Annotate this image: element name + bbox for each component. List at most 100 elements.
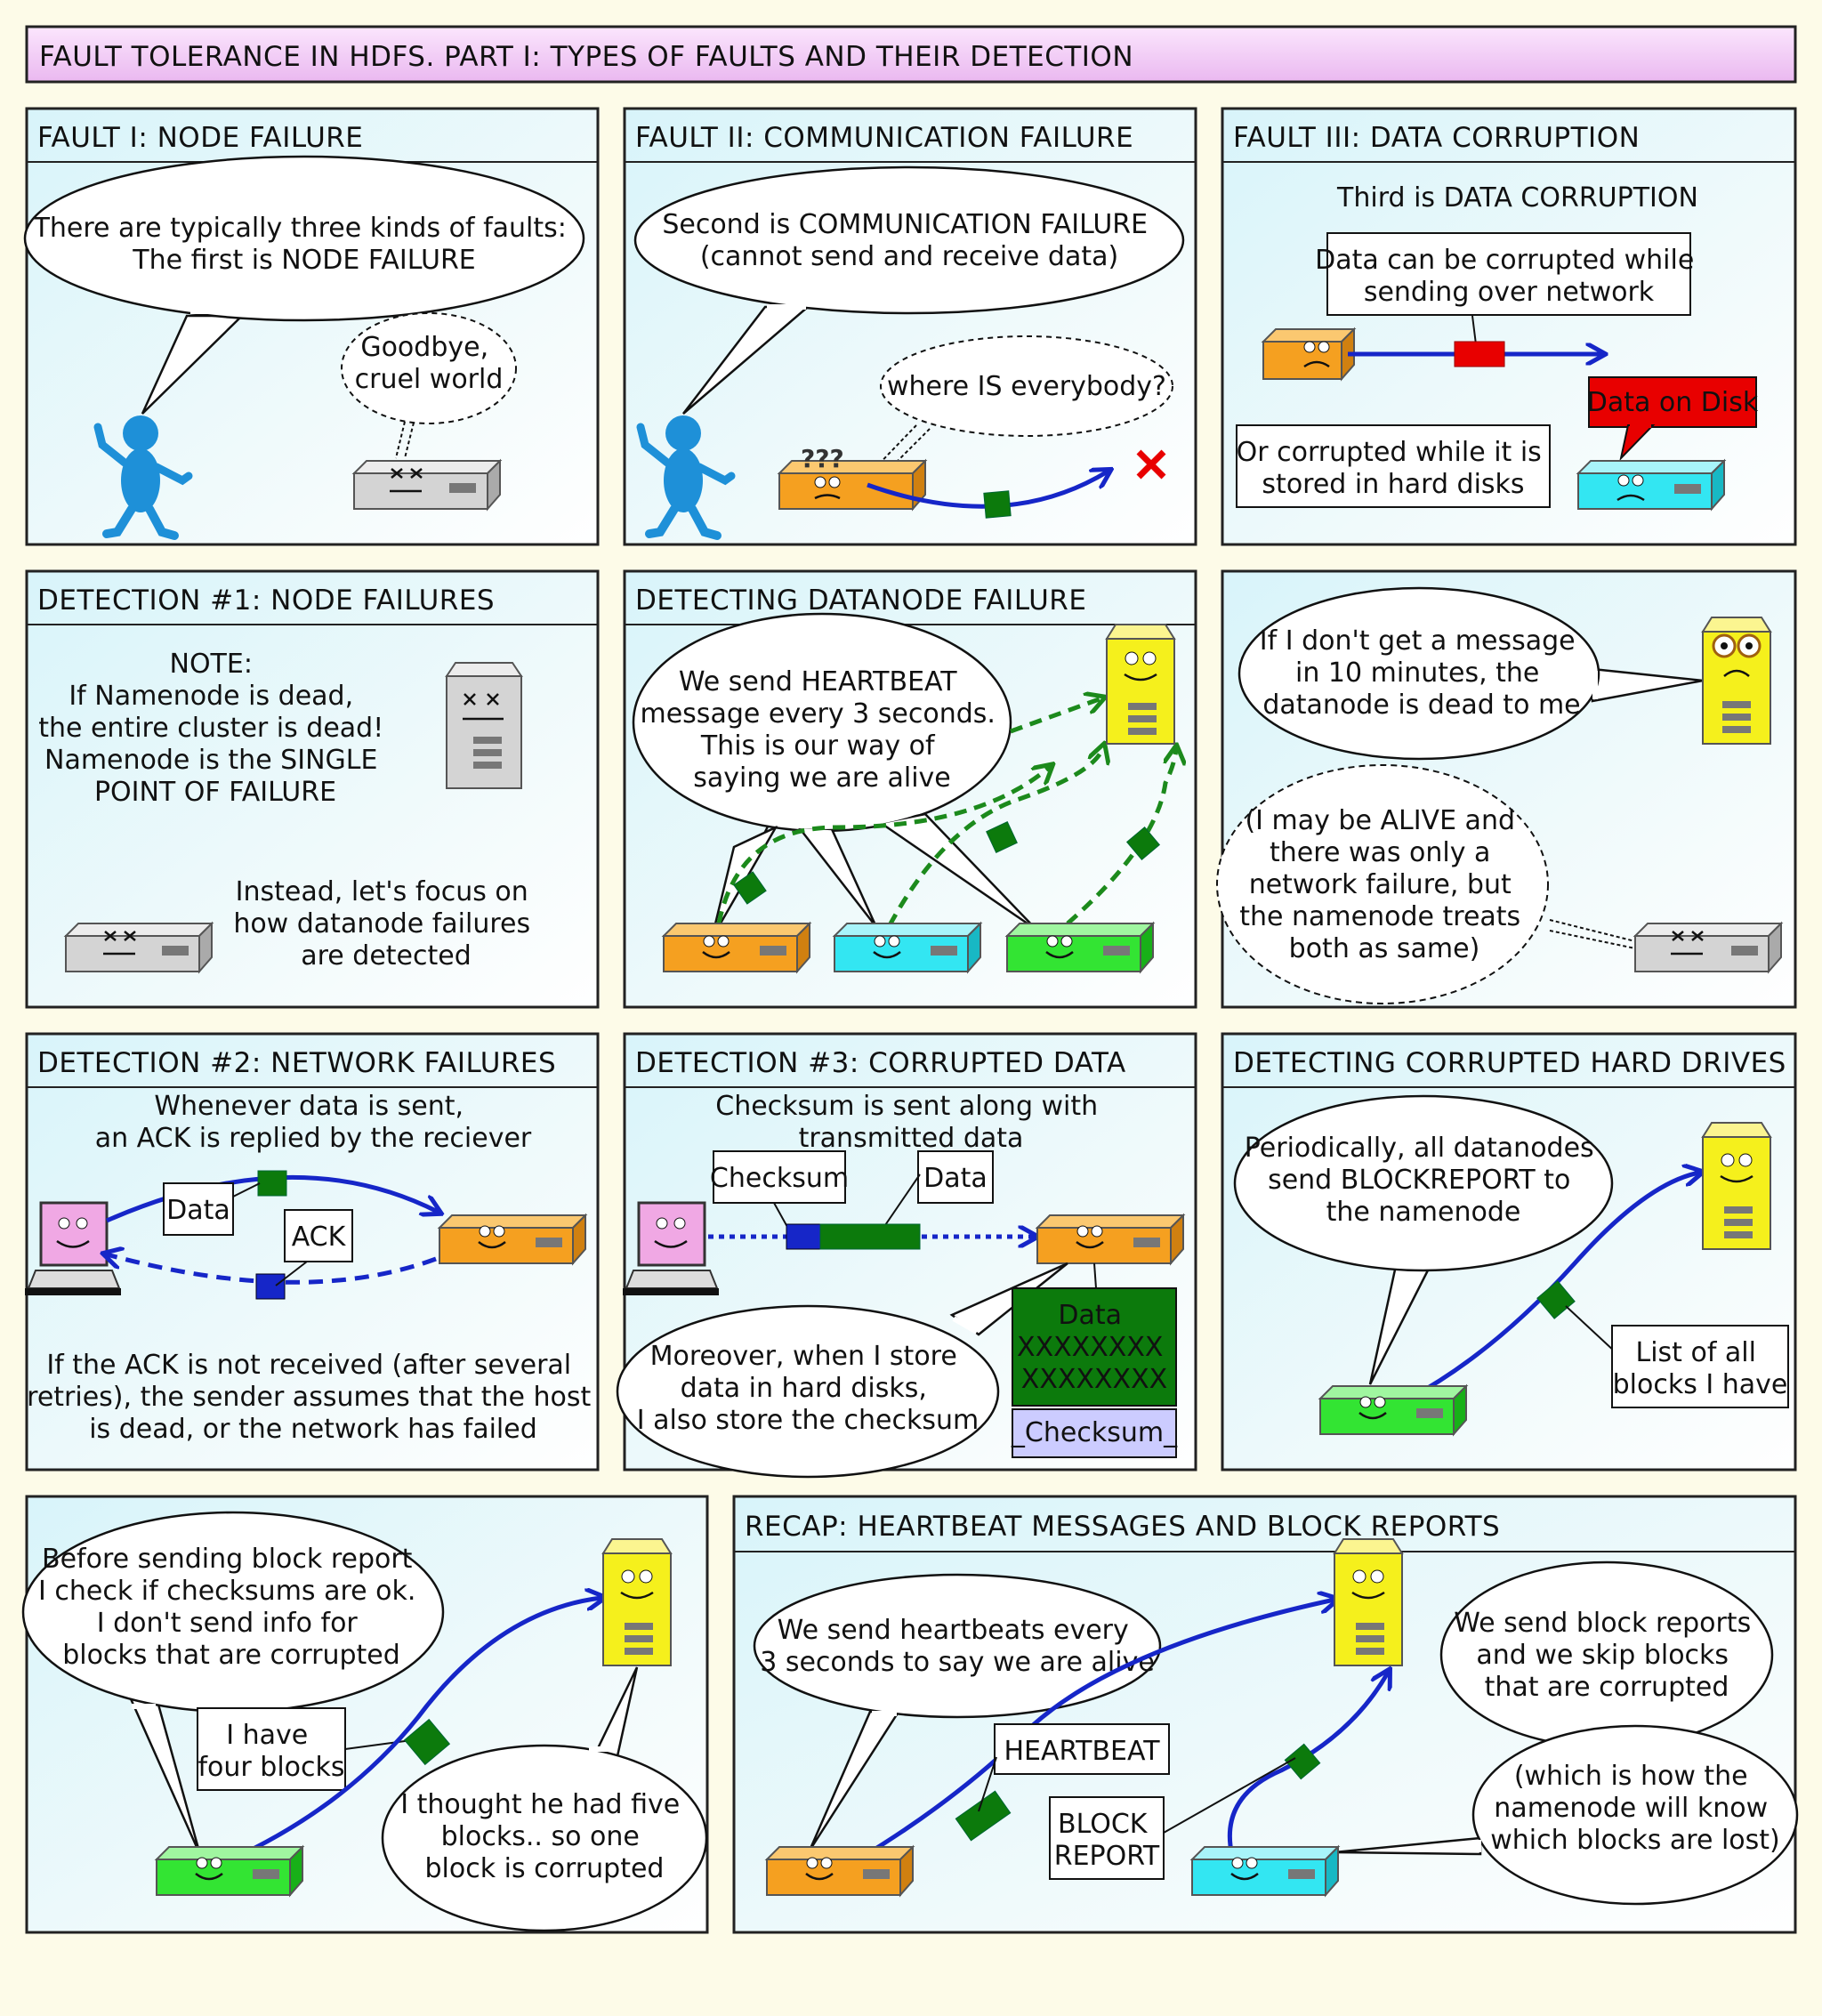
note-line: If Namenode is dead,	[69, 681, 353, 712]
blockreport-packet-icon	[1284, 1743, 1321, 1780]
speech-line: send BLOCKREPORT to	[1268, 1165, 1570, 1196]
label-line: List of all	[1635, 1337, 1755, 1368]
svg-text:Data on Disk: Data on Disk	[1587, 387, 1759, 418]
speech-line: the namenode	[1326, 1197, 1521, 1228]
thought-line: where IS everybody?	[887, 371, 1166, 402]
person-icon	[93, 415, 193, 540]
dead-datanode-icon	[351, 458, 503, 512]
speech-line: I also store the checksum	[637, 1405, 980, 1436]
corrupted-packet-icon	[1454, 341, 1505, 367]
laptop-icon	[623, 1201, 719, 1295]
svg-text:Instead, let's focus on: Instead, let's focus on how datanode fai…	[233, 876, 538, 972]
svg-text:Periodically, all datanodes: Periodically, all datanodes send BLOCKRE…	[1245, 1133, 1602, 1228]
panel-title: RECAP: HEARTBEAT MESSAGES AND BLOCK REPO…	[745, 1511, 1500, 1543]
speech-line: 3 seconds to say we are alive	[760, 1647, 1155, 1678]
namenode-icon	[601, 1538, 673, 1666]
panel-title: FAULT I: NODE FAILURE	[37, 122, 363, 154]
label-box	[163, 1182, 234, 1236]
panel-title: DETECTION #2: NETWORK FAILURES	[37, 1047, 556, 1079]
panel-title: FAULT III: DATA CORRUPTION	[1233, 122, 1640, 154]
blockreport-arrow	[1407, 1173, 1699, 1401]
speech-bubble	[23, 155, 585, 322]
label-box	[1236, 424, 1551, 508]
datanode-orange-icon	[661, 921, 812, 974]
speech-line: Second is COMMUNICATION FAILURE	[662, 209, 1148, 240]
ack-label: ACK	[292, 1222, 347, 1253]
speech-line: message every 3 seconds.	[641, 698, 996, 730]
disk-data-line: XXXXXXXX	[1021, 1364, 1167, 1395]
speech-line: We send block reports	[1454, 1608, 1751, 1639]
data-label: Data	[166, 1195, 230, 1226]
thought-line: the namenode treats	[1239, 901, 1520, 932]
speech-line: blocks that are corrupted	[62, 1640, 400, 1671]
label-box	[994, 1723, 1170, 1775]
blockreport-packet-icon	[403, 1718, 451, 1766]
worried-namenode-icon	[1701, 617, 1772, 745]
svg-text:List of all blocks I hav: List of all blocks I have	[1613, 1337, 1788, 1400]
heartbeat-packets	[733, 821, 1161, 905]
svg-text:BLOCK REPORT: BLOCK REPORT	[1054, 1809, 1160, 1872]
panel-2-communication-failure: Second is COMMUNICATION FAILURE (cannot …	[633, 165, 1185, 540]
sad-datanode-icon	[1261, 327, 1357, 382]
panel-7-network-failures: Whenever data is sent, an ACK is replied…	[25, 1091, 592, 1445]
svg-text:We send HEARTBEAT messag: We send HEARTBEAT message every 3 second…	[641, 666, 1004, 794]
heartbeat-arrow	[859, 1600, 1334, 1860]
speech-line: in 10 minutes, the	[1295, 657, 1539, 689]
thought-line: both as same)	[1289, 933, 1480, 964]
label-box	[917, 1150, 994, 1204]
svg-text:I thought he had five bl: I thought he had five blocks.. so one bl…	[400, 1789, 689, 1884]
svg-text:Second is COMMUNICATION FAILUR: Second is COMMUNICATION FAILURE (cannot …	[662, 209, 1156, 272]
panel-5-datanode-failure: We send HEARTBEAT message every 3 second…	[632, 612, 1176, 974]
person-icon	[636, 415, 736, 540]
bottom-line: If the ACK is not received (after severa…	[46, 1350, 571, 1381]
svg-text:There are typically three kind: There are typically three kinds of fault…	[33, 213, 576, 276]
heartbeat-arrows	[716, 698, 1176, 927]
bottom-line: retries), the sender assumes that the ho…	[27, 1382, 591, 1413]
dead-namenode-icon	[445, 662, 523, 789]
speech-line: which blocks are lost)	[1490, 1825, 1780, 1856]
note-line: Namenode is the SINGLE	[44, 745, 377, 776]
note-line: the entire cluster is dead!	[38, 713, 383, 744]
speech-line: that are corrupted	[1485, 1672, 1729, 1703]
red-label	[1588, 376, 1757, 428]
speech-line: datanode is dead to me	[1262, 689, 1580, 721]
label-line: Or corrupted while it is	[1237, 437, 1542, 468]
panel-3-data-corruption: Third is DATA CORRUPTION Data can be cor…	[1236, 182, 1759, 512]
svg-text:We send heartbeats every: We send heartbeats every 3 seconds to sa…	[760, 1615, 1155, 1678]
speech-line: blocks.. so one	[441, 1821, 640, 1852]
panel-title: FAULT II: COMMUNICATION FAILURE	[635, 122, 1133, 154]
note-line: NOTE:	[170, 649, 253, 680]
speech-line: (cannot send and receive data)	[700, 241, 1118, 272]
datanode-orange-icon	[764, 1844, 915, 1898]
svg-text:Data: Data	[923, 1163, 988, 1194]
data-packet-icon	[983, 490, 1012, 519]
note-line: POINT OF FAILURE	[94, 777, 336, 808]
red-x-icon	[1136, 449, 1166, 480]
speech-line: I thought he had five	[400, 1789, 680, 1820]
panel-title: DETECTION #3: CORRUPTED DATA	[635, 1047, 1126, 1079]
thought-bubble	[341, 312, 517, 424]
data-packet-icon	[257, 1170, 287, 1197]
panel-8-corrupted-data: Checksum is sent along with transmitted …	[616, 1091, 1186, 1479]
svg-text:Goodbye, cruel world: Goodbye, cruel world	[355, 332, 504, 395]
page-title-bar: FAULT TOLERANCE IN HDFS. PART I: TYPES O…	[25, 25, 1797, 84]
speech-line: data in hard disks,	[681, 1373, 927, 1404]
datanode-cyan-icon	[1189, 1844, 1341, 1898]
ack-arrow	[107, 1254, 437, 1285]
svg-text:If I don't get a message: If I don't get a message in 10 minutes, …	[1260, 625, 1584, 721]
panel-11-recap: We send heartbeats every 3 seconds to sa…	[753, 1538, 1799, 1906]
speech-bubble	[1471, 1724, 1799, 1906]
panel-1-node-failure: There are typically three kinds of fault…	[23, 155, 585, 540]
speech-line: and we skip blocks	[1476, 1640, 1729, 1671]
checksum-label: Checksum	[710, 1163, 849, 1194]
namenode-icon	[1105, 624, 1176, 745]
datanode-cyan-icon	[832, 921, 983, 974]
focus-line: are detected	[301, 940, 472, 972]
speech-line: The first is NODE FAILURE	[132, 245, 476, 276]
svg-text:Or corrupted while it is: Or corrupted while it is stored in hard …	[1237, 437, 1551, 500]
svg-text:I have four blocks: I have four blocks	[198, 1720, 344, 1783]
thought-bubble	[1216, 764, 1549, 1004]
page-title: FAULT TOLERANCE IN HDFS. PART I: TYPES O…	[39, 41, 1133, 73]
heartbeat-packet-icon	[955, 1790, 1012, 1842]
label-line: I have	[226, 1720, 308, 1751]
